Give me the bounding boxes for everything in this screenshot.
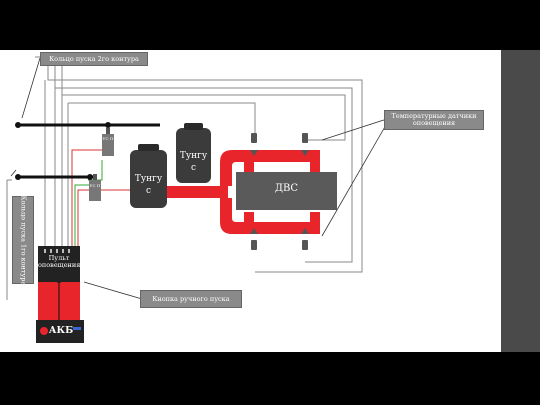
ring-node-bottom-right [87, 174, 93, 180]
battery-box [36, 320, 84, 343]
signal-wiring [6, 56, 363, 300]
temperature-sensors [250, 133, 309, 250]
valve-bottom [89, 174, 101, 201]
valve-top-label: УС П [102, 136, 114, 141]
tank-right [176, 123, 211, 183]
tank-left [130, 144, 167, 208]
label-ring-circuit-1-text: Кольцо пуска 1го контура [19, 195, 28, 285]
valve-bottom-label: УС П [89, 183, 101, 188]
label-manual-button-text: Кнопка ручного пуска [152, 294, 230, 303]
panel-label: Пульт оповещения [38, 254, 81, 270]
battery-minus-terminal [73, 327, 81, 330]
tank-left-label: Тунгус [134, 174, 163, 197]
label-ring-circuit-2: Кольцо пуска 2го контура [40, 52, 148, 66]
ring-node-bottom [15, 174, 21, 180]
ring-node-top [15, 122, 21, 128]
tank-right-label: Тунгус [179, 151, 208, 174]
valve-top [102, 128, 114, 156]
right-sidebar [501, 50, 540, 352]
manual-start-button[interactable] [56, 277, 62, 283]
battery-plus-terminal [40, 327, 48, 335]
ring-node-top-right [105, 122, 111, 128]
label-manual-button: Кнопка ручного пуска [140, 290, 242, 308]
label-temp-sensors: Температурные датчики оповещения [384, 110, 484, 130]
engine-label: ДВС [274, 183, 299, 194]
label-ring-circuit-1: Кольцо пуска 1го контура [12, 195, 34, 285]
engine-block [236, 172, 337, 210]
label-ring-circuit-2-text: Кольцо пуска 2го контура [49, 54, 139, 63]
ring-circuits [18, 123, 160, 179]
battery-label: АКБ [48, 325, 74, 336]
coolant-pipes [150, 150, 320, 234]
leader-lines [10, 57, 391, 300]
panel-leds [44, 249, 70, 253]
label-temp-sensors-text: Температурные датчики оповещения [391, 112, 477, 127]
